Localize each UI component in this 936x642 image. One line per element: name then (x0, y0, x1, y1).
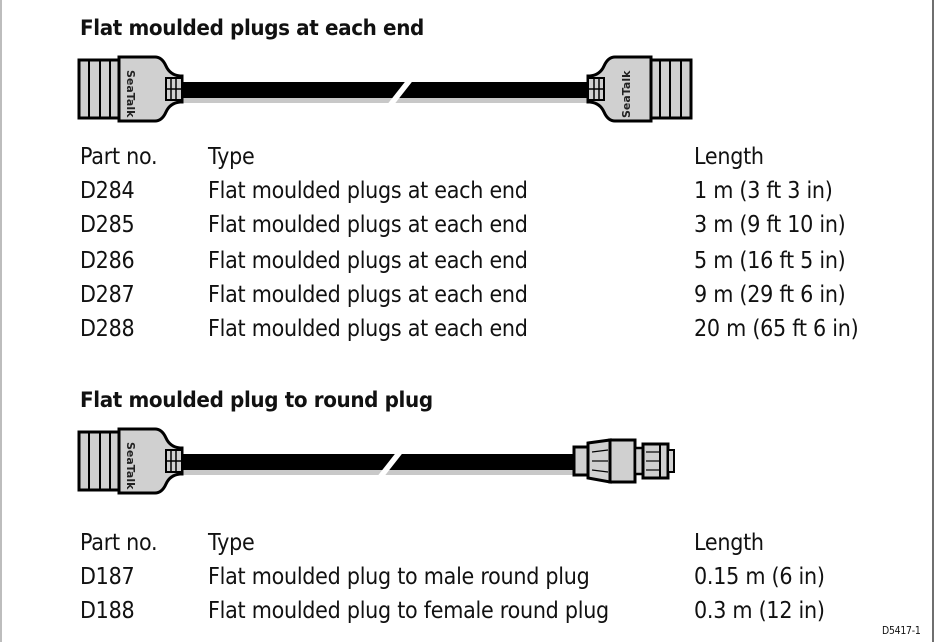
length: 1 m (3 ft 3 in) (694, 178, 833, 204)
table-row: D187 Flat moulded plug to male round plu… (0, 564, 936, 598)
seatalk-plug-left-icon: SeaTalk (77, 427, 184, 495)
type: Flat moulded plug to male round plug (208, 564, 590, 590)
section-title-flat-to-round: Flat moulded plug to round plug (80, 388, 433, 412)
part-no: D188 (80, 598, 135, 624)
type: Flat moulded plugs at each end (208, 248, 528, 274)
round-plug-icon (572, 438, 675, 484)
table-row: D287 Flat moulded plugs at each end 9 m … (0, 282, 936, 316)
length: 3 m (9 ft 10 in) (694, 212, 846, 238)
seatalk-plug-left-icon: SeaTalk (77, 55, 184, 123)
table-row: D285 Flat moulded plugs at each end 3 m … (0, 212, 936, 246)
header-part-no: Part no. (80, 530, 158, 556)
header-length: Length (694, 530, 764, 556)
header-part-no: Part no. (80, 144, 158, 170)
cable-illustration-flat-to-round: SeaTalk (77, 427, 675, 495)
type: Flat moulded plugs at each end (208, 282, 528, 308)
seatalk-plug-right-icon (586, 55, 693, 123)
table-header-row: Part no. Type Length (0, 530, 936, 564)
length: 9 m (29 ft 6 in) (694, 282, 846, 308)
svg-text:SeaTalk: SeaTalk (124, 70, 137, 118)
type: Flat moulded plugs at each end (208, 316, 528, 342)
cable-illustration-flat-both-ends: SeaTalk SeaTalk (77, 55, 693, 123)
section-title-flat-both-ends: Flat moulded plugs at each end (80, 16, 424, 40)
length: 20 m (65 ft 6 in) (694, 316, 859, 342)
type: Flat moulded plugs at each end (208, 212, 528, 238)
table-row: D286 Flat moulded plugs at each end 5 m … (0, 248, 936, 282)
header-type: Type (208, 144, 255, 170)
svg-text:SeaTalk: SeaTalk (124, 442, 137, 490)
table-row: D188 Flat moulded plug to female round p… (0, 598, 936, 632)
cable-break-mark (376, 450, 405, 478)
figure-reference: D5417-1 (882, 624, 921, 637)
part-no: D285 (80, 212, 135, 238)
part-no: D286 (80, 248, 135, 274)
length: 0.15 m (6 in) (694, 564, 825, 590)
table-header-row: Part no. Type Length (0, 144, 936, 178)
type: Flat moulded plug to female round plug (208, 598, 609, 624)
table-row: D288 Flat moulded plugs at each end 20 m… (0, 316, 936, 350)
part-no: D284 (80, 178, 135, 204)
cable-body (180, 82, 590, 98)
seatalk-label-right: SeaTalk (620, 70, 633, 118)
cable-break-mark (386, 78, 415, 106)
cable-shadow (180, 95, 590, 103)
table-row: D284 Flat moulded plugs at each end 1 m … (0, 178, 936, 212)
part-no: D288 (80, 316, 135, 342)
type: Flat moulded plugs at each end (208, 178, 528, 204)
cable-body (180, 454, 580, 470)
header-length: Length (694, 144, 764, 170)
page-border-right (932, 0, 934, 642)
part-no: D187 (80, 564, 135, 590)
header-type: Type (208, 530, 255, 556)
length: 0.3 m (12 in) (694, 598, 825, 624)
page-border-left (0, 0, 2, 642)
cable-shadow (180, 467, 580, 475)
length: 5 m (16 ft 5 in) (694, 248, 846, 274)
part-no: D287 (80, 282, 135, 308)
